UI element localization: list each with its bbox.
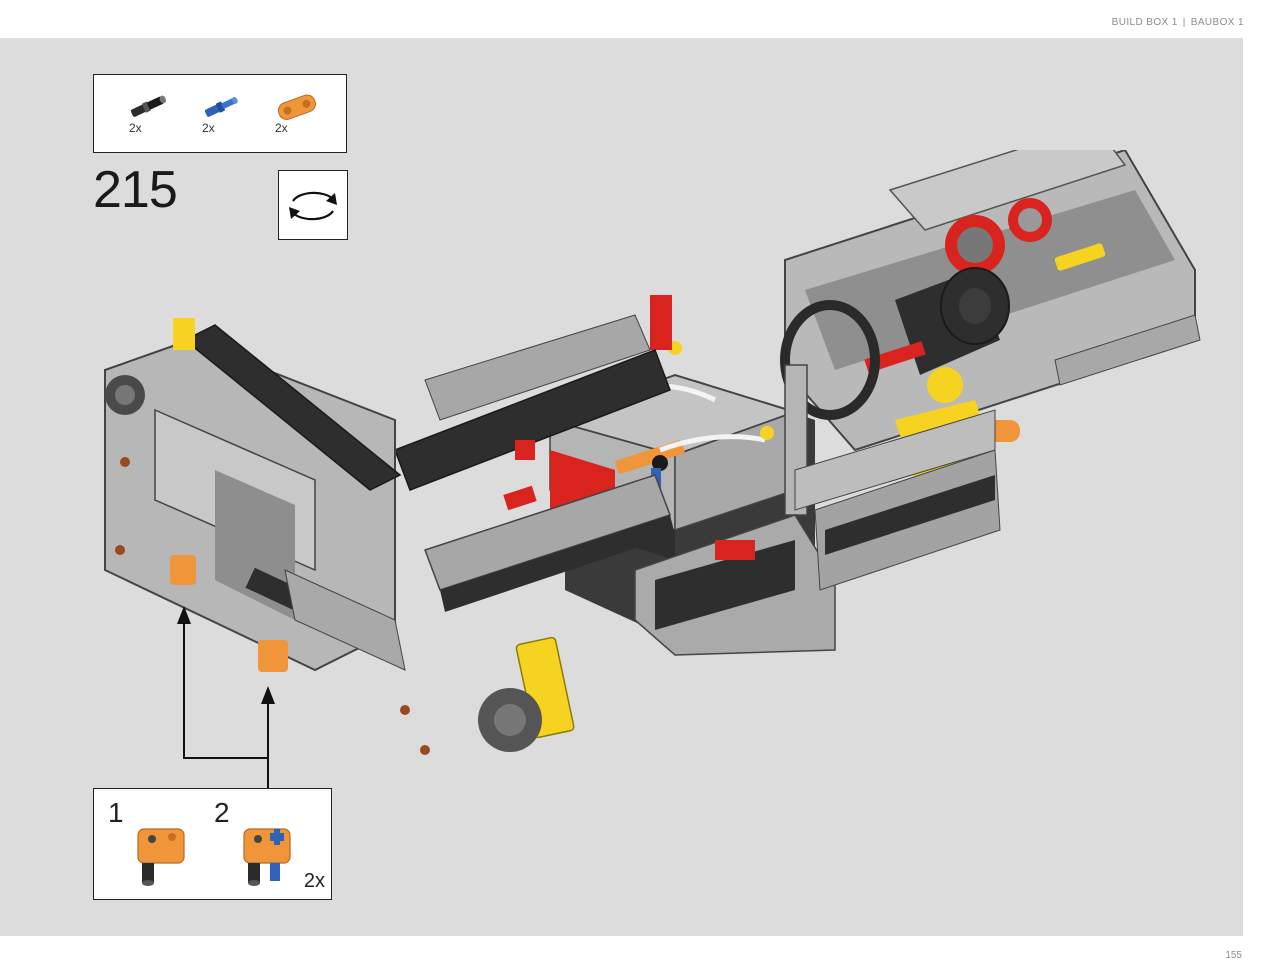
parts-list: 2x 2x 2x (93, 74, 347, 153)
sub-assembly-callout: 1 2 2x (93, 788, 332, 900)
header-box-de: BAUBOX 1 (1190, 17, 1244, 28)
blue-axle-pin-icon (204, 97, 238, 117)
orange-connector-step2-icon (243, 828, 291, 886)
part-black-pin: 2x (126, 93, 176, 148)
front-assembly (104, 318, 575, 755)
black-pin-icon (130, 95, 166, 117)
sub-step-2: 2 (214, 797, 230, 828)
part-orange-connector: 2x (274, 93, 324, 148)
orange-connector-step1-icon (137, 828, 185, 886)
technic-model-assembly (104, 150, 1201, 755)
rotate-indicator (278, 170, 348, 240)
header-separator: | (1182, 17, 1186, 28)
page-header: BUILD BOX 1 | BAUBOX 1 (1112, 17, 1244, 28)
part-qty: 2x (275, 121, 288, 135)
rear-gearbox (784, 150, 1201, 452)
rotate-model-icon (289, 191, 337, 221)
part-blue-axle-pin: 2x (200, 93, 250, 148)
callout-quantity: 2x (303, 870, 325, 892)
part-qty: 2x (129, 121, 142, 135)
part-qty: 2x (202, 121, 215, 135)
header-box-en: BUILD BOX 1 (1111, 17, 1178, 28)
chassis-beams (394, 314, 675, 612)
center-block (546, 295, 1020, 656)
page-number: 155 (1225, 950, 1242, 961)
sub-step-1: 1 (108, 797, 124, 828)
step-number: 215 (93, 161, 178, 219)
orange-connector-icon (277, 94, 316, 120)
